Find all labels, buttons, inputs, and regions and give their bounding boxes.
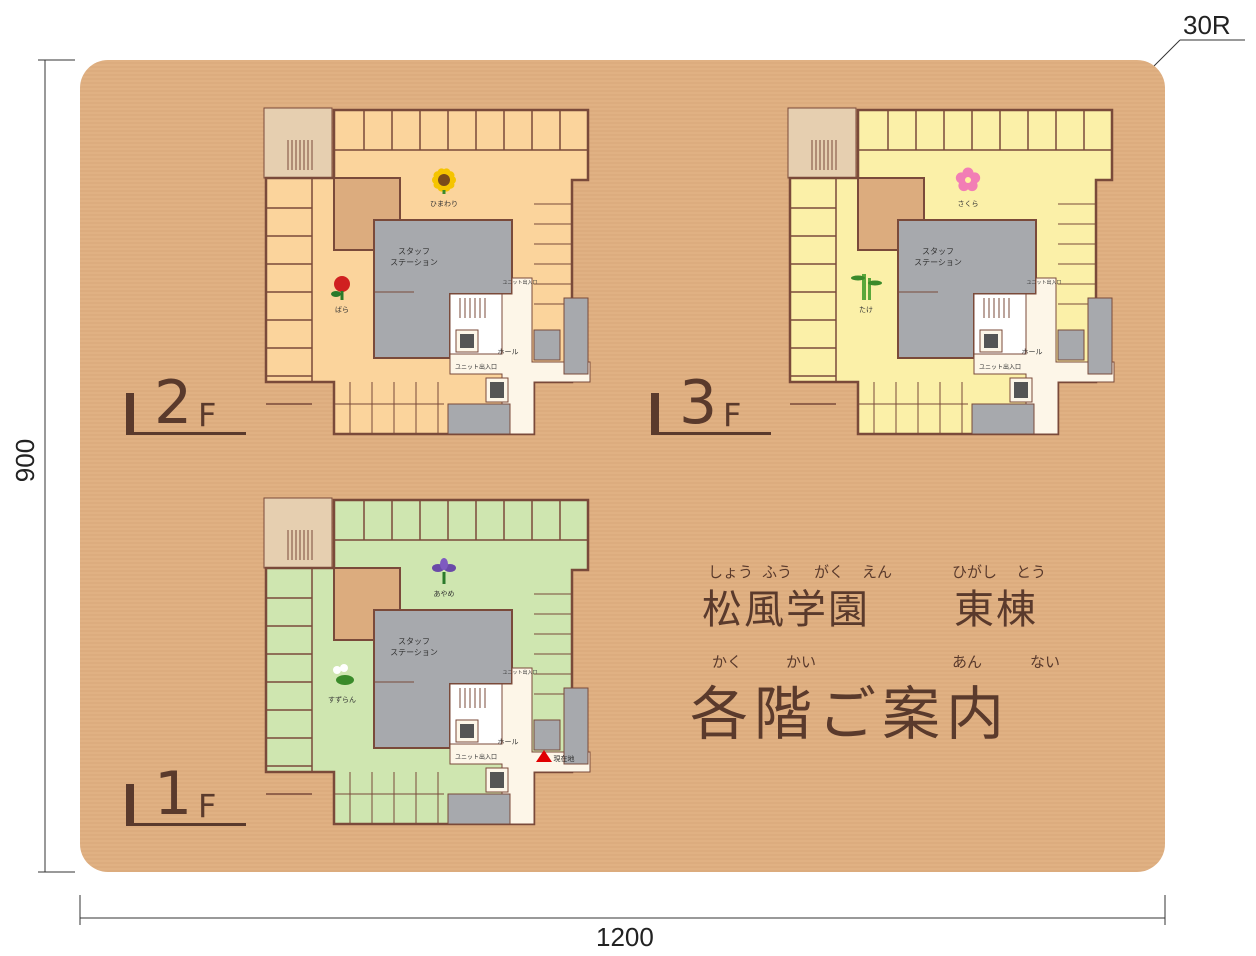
unit-name: すずらん [328, 695, 356, 704]
ruby-fuu: ふう [762, 563, 793, 581]
unit-name: ひまわり [430, 200, 458, 208]
service-room [971, 403, 1035, 435]
floor-plan-3f: スタッフステーションホールユニット出入口ユニット出入口さくらたけ [787, 107, 1115, 436]
elevator-icon [984, 334, 998, 348]
stair-annex [263, 107, 333, 179]
floor-suffix: F [198, 787, 217, 825]
ruby-higashi: ひがし [952, 563, 998, 581]
staff-station-label: スタッフ [922, 247, 954, 256]
current-location-label: 現在地 [554, 754, 575, 763]
floor-label-3f: 3 F [651, 368, 771, 438]
service-room [447, 403, 511, 435]
elevator-icon [460, 724, 474, 738]
unit-entrance-label: ユニット出入口 [979, 363, 1021, 371]
cherry-blossom-icon-petal [966, 180, 978, 192]
floor-suffix: F [198, 396, 217, 434]
unit-entrance-label: ユニット出入口 [502, 279, 537, 286]
ruby-kaku: かく [712, 653, 743, 671]
unit-name: さくら [958, 200, 979, 208]
hall-label: ホール [498, 348, 519, 356]
floor-plan-1f: スタッフステーションホールユニット出入口ユニット出入口あやめすずらん現在地 [263, 497, 591, 826]
rose-icon [334, 276, 350, 292]
unit-name: たけ [859, 306, 873, 314]
lily-of-the-valley-icon-bell [340, 664, 348, 672]
hall-label: ホール [498, 738, 519, 746]
staff-station-label: ステーション [390, 648, 438, 657]
ruby-an: あん [952, 653, 983, 671]
unit-name: ばら [335, 305, 349, 314]
unit-entrance-label: ユニット出入口 [502, 669, 537, 676]
floor-plan-2f: スタッフステーションホールユニット出入口ユニット出入口ひまわりばら [263, 107, 591, 436]
bamboo-icon-leaf [851, 275, 865, 281]
lily-of-the-valley-icon [333, 666, 341, 674]
elevator-icon [490, 382, 504, 398]
ruby-nai: ない [1030, 653, 1061, 671]
staff-station-label: スタッフ [398, 637, 430, 646]
lily-of-the-valley-icon-leaf [336, 675, 354, 685]
current-location-icon [536, 750, 552, 762]
floor-number: 1 [154, 759, 193, 829]
unit-entrance-label: ユニット出入口 [455, 753, 497, 761]
cherry-blossom-icon [965, 177, 971, 183]
service-room [563, 687, 589, 765]
unit-entrance-label: ユニット出入口 [1026, 279, 1061, 286]
corner-radius-label: 30R [1183, 10, 1231, 40]
service-room [1057, 329, 1085, 361]
service-room [563, 297, 589, 375]
title-block: しょう ふう がく えん ひがし とう 松風学園 東棟 かく かい あん ない … [690, 555, 1110, 755]
ruby-gaku: がく [814, 563, 845, 581]
floor-number: 3 [679, 368, 718, 438]
service-room [533, 329, 561, 361]
unit-entrance-label: ユニット出入口 [455, 363, 497, 371]
service-room [447, 793, 511, 825]
bamboo-icon-leaf [868, 280, 882, 286]
ruby-kai: かい [786, 653, 817, 671]
staff-station-label: ステーション [914, 258, 962, 267]
stair-annex [263, 497, 333, 569]
hall-label: ホール [1022, 348, 1043, 356]
guide-title: 各階ご案内 [690, 680, 1011, 748]
building-name: 東棟 [954, 587, 1038, 633]
floor-suffix: F [723, 396, 742, 434]
stair-annex [787, 107, 857, 179]
iris-icon [440, 558, 448, 570]
cherry-blossom-icon-petal [955, 172, 967, 184]
elevator-icon [460, 334, 474, 348]
unit-name: あやめ [434, 590, 455, 598]
bamboo-icon [862, 274, 866, 300]
ruby-shou: しょう [708, 563, 754, 581]
staff-station-label: ステーション [390, 258, 438, 267]
sunflower-icon [438, 174, 450, 186]
floor-number: 2 [154, 368, 193, 438]
height-label: 900 [10, 438, 41, 483]
floor-label-2f: 2 F [126, 368, 246, 438]
service-room [1087, 297, 1113, 375]
ruby-en: えん [862, 563, 893, 581]
elevator-icon [490, 772, 504, 788]
staff-station-label: スタッフ [398, 247, 430, 256]
ruby-tou: とう [1016, 563, 1047, 581]
bamboo-icon-stalk [868, 278, 871, 300]
width-label: 1200 [596, 922, 654, 952]
floor-label-1f: 1 F [126, 759, 246, 829]
service-room [533, 719, 561, 751]
elevator-icon [1014, 382, 1028, 398]
rose-icon-leaf [331, 291, 341, 297]
facility-name: 松風学園 [702, 587, 870, 633]
